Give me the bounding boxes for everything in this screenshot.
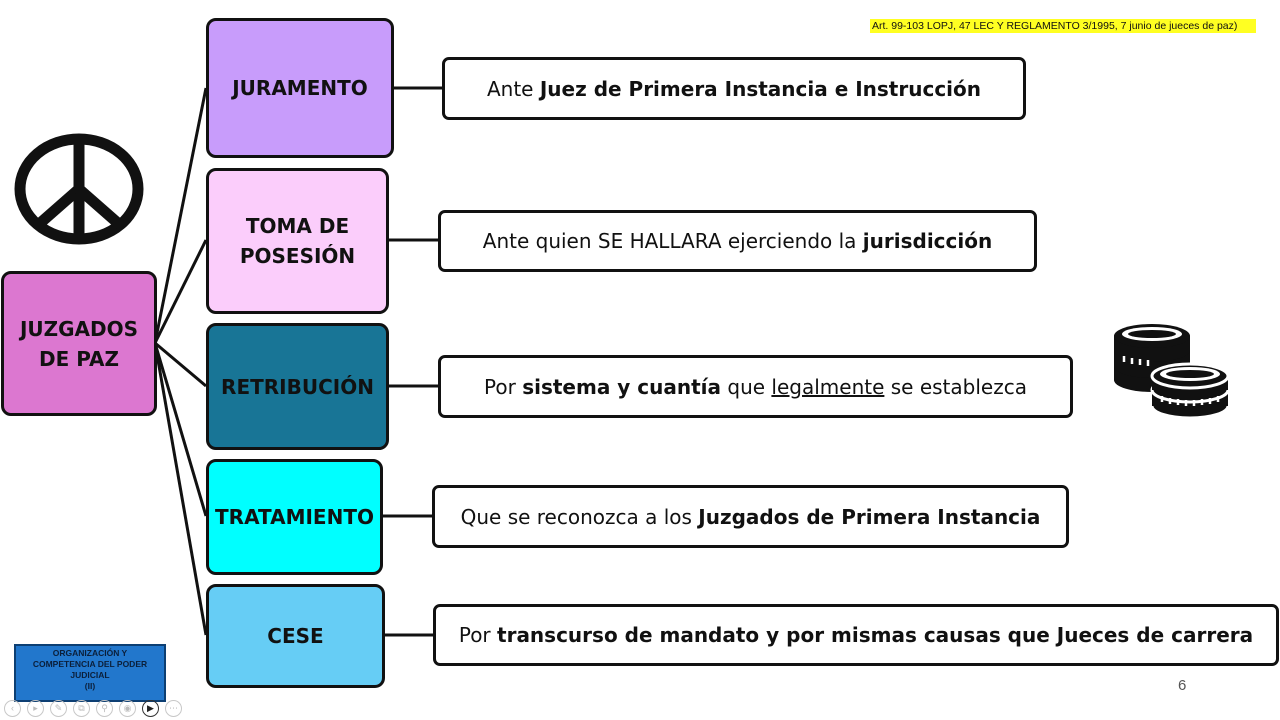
- description-segment: se establezca: [884, 374, 1027, 399]
- category-cese: CESE: [206, 584, 385, 688]
- peace-sign-icon: [14, 133, 144, 245]
- description-segment: Ante: [486, 76, 540, 101]
- description-cese: Por transcurso de mandato y por mismas c…: [433, 604, 1279, 666]
- play-icon[interactable]: ▸: [27, 699, 44, 717]
- root-label-line1: JUZGADOS: [19, 316, 139, 341]
- root-label-line2: DE PAZ: [38, 346, 120, 371]
- description-tratamiento: Que se reconozca a los Juzgados de Prime…: [432, 485, 1069, 548]
- section-badge: ORGANIZACIÓN Y COMPETENCIA DEL PODER JUD…: [14, 644, 166, 702]
- description-segment: Juzgados de Primera Instancia: [698, 504, 1041, 529]
- copy-icon[interactable]: ⧉: [73, 699, 90, 717]
- badge-line1: ORGANIZACIÓN Y: [52, 648, 128, 658]
- record-icon[interactable]: ▶: [142, 699, 159, 717]
- badge-line3: JUDICIAL: [70, 670, 110, 680]
- description-segment: Juez de Primera Instancia e Instrucción: [539, 76, 982, 101]
- prev-icon[interactable]: ‹: [4, 699, 21, 717]
- category-retribucion: RETRIBUCIÓN: [206, 323, 389, 450]
- description-segment: transcurso de mandato y por mismas causa…: [497, 623, 1254, 647]
- description-segment: Por: [484, 374, 523, 399]
- category-tratamiento: TRATAMIENTO: [206, 459, 383, 575]
- description-segment: que: [721, 374, 772, 399]
- description-juramento: Ante Juez de Primera Instancia e Instruc…: [442, 57, 1026, 120]
- description-toma-de-posesion: Ante quien SE HALLARA ejerciendo la juri…: [438, 210, 1037, 272]
- pen-icon[interactable]: ✎: [50, 699, 67, 717]
- slideshow-controls: ‹ ▸ ✎ ⧉ ⚲ ◉ ▶ ⋯: [4, 698, 182, 718]
- category-label-line2: POSESIÓN: [239, 244, 356, 268]
- category-toma-de-posesion: TOMA DE POSESIÓN: [206, 168, 389, 314]
- badge-line2: COMPETENCIA DEL PODER: [32, 659, 148, 669]
- description-segment: Ante quien SE HALLARA ejerciendo la: [482, 229, 863, 253]
- description-segment: jurisdicción: [862, 229, 993, 253]
- zoom-icon[interactable]: ⚲: [96, 699, 113, 717]
- description-segment: Por: [458, 623, 498, 647]
- description-retribucion: Por sistema y cuantía que legalmente se …: [438, 355, 1073, 418]
- badge-line4: (II): [84, 681, 96, 691]
- category-label: CESE: [267, 624, 324, 648]
- category-label: TRATAMIENTO: [215, 505, 374, 529]
- more-icon[interactable]: ⋯: [165, 699, 182, 717]
- category-label-line1: TOMA DE: [245, 214, 350, 238]
- description-segment: Que se reconozca a los: [460, 504, 699, 529]
- page-number: 6: [1178, 677, 1187, 694]
- juzgados-de-paz-node: JUZGADOS DE PAZ: [1, 271, 157, 416]
- description-segment: legalmente: [771, 374, 885, 399]
- legal-citation: Art. 99-103 LOPJ, 47 LEC Y REGLAMENTO 3/…: [870, 19, 1256, 33]
- category-label: JURAMENTO: [232, 76, 368, 100]
- category-label: RETRIBUCIÓN: [221, 374, 374, 399]
- laser-icon[interactable]: ◉: [119, 699, 136, 717]
- description-segment: sistema y cuantía: [522, 374, 722, 399]
- category-juramento: JURAMENTO: [206, 18, 394, 158]
- coin-stacks-icon: [1114, 324, 1230, 420]
